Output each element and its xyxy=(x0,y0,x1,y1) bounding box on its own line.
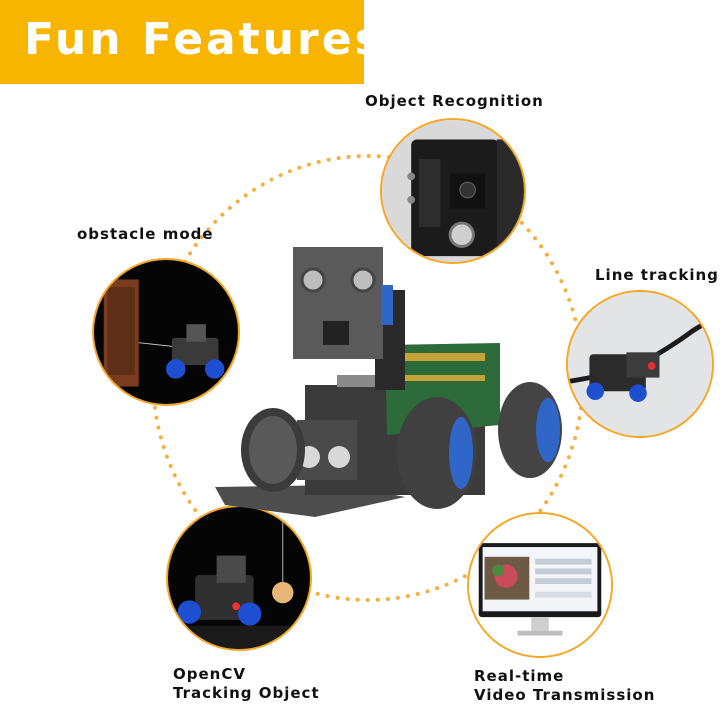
label-object-recognition: Object Recognition xyxy=(365,92,544,110)
label-obstacle-mode: obstacle mode xyxy=(77,225,214,243)
robot-car-image xyxy=(215,247,562,517)
label-video-transmission: Real-time Video Transmission xyxy=(474,667,655,705)
label-opencv-line1: OpenCV xyxy=(173,665,246,683)
banner-title: Fun Features xyxy=(24,14,384,65)
label-opencv-line2: Tracking Object xyxy=(173,684,320,702)
line-tracking-photo xyxy=(566,290,714,438)
label-video-line1: Real-time xyxy=(474,667,565,685)
label-opencv: OpenCV Tracking Object xyxy=(173,665,320,703)
obstacle-mode-photo xyxy=(92,258,240,406)
video-transmission-photo xyxy=(467,512,613,658)
opencv-tracking-photo xyxy=(166,505,312,651)
title-banner: Fun Features xyxy=(0,0,381,84)
label-video-line2: Video Transmission xyxy=(474,686,656,704)
label-line-tracking: Line tracking xyxy=(595,266,719,284)
object-recognition-photo xyxy=(380,118,526,264)
